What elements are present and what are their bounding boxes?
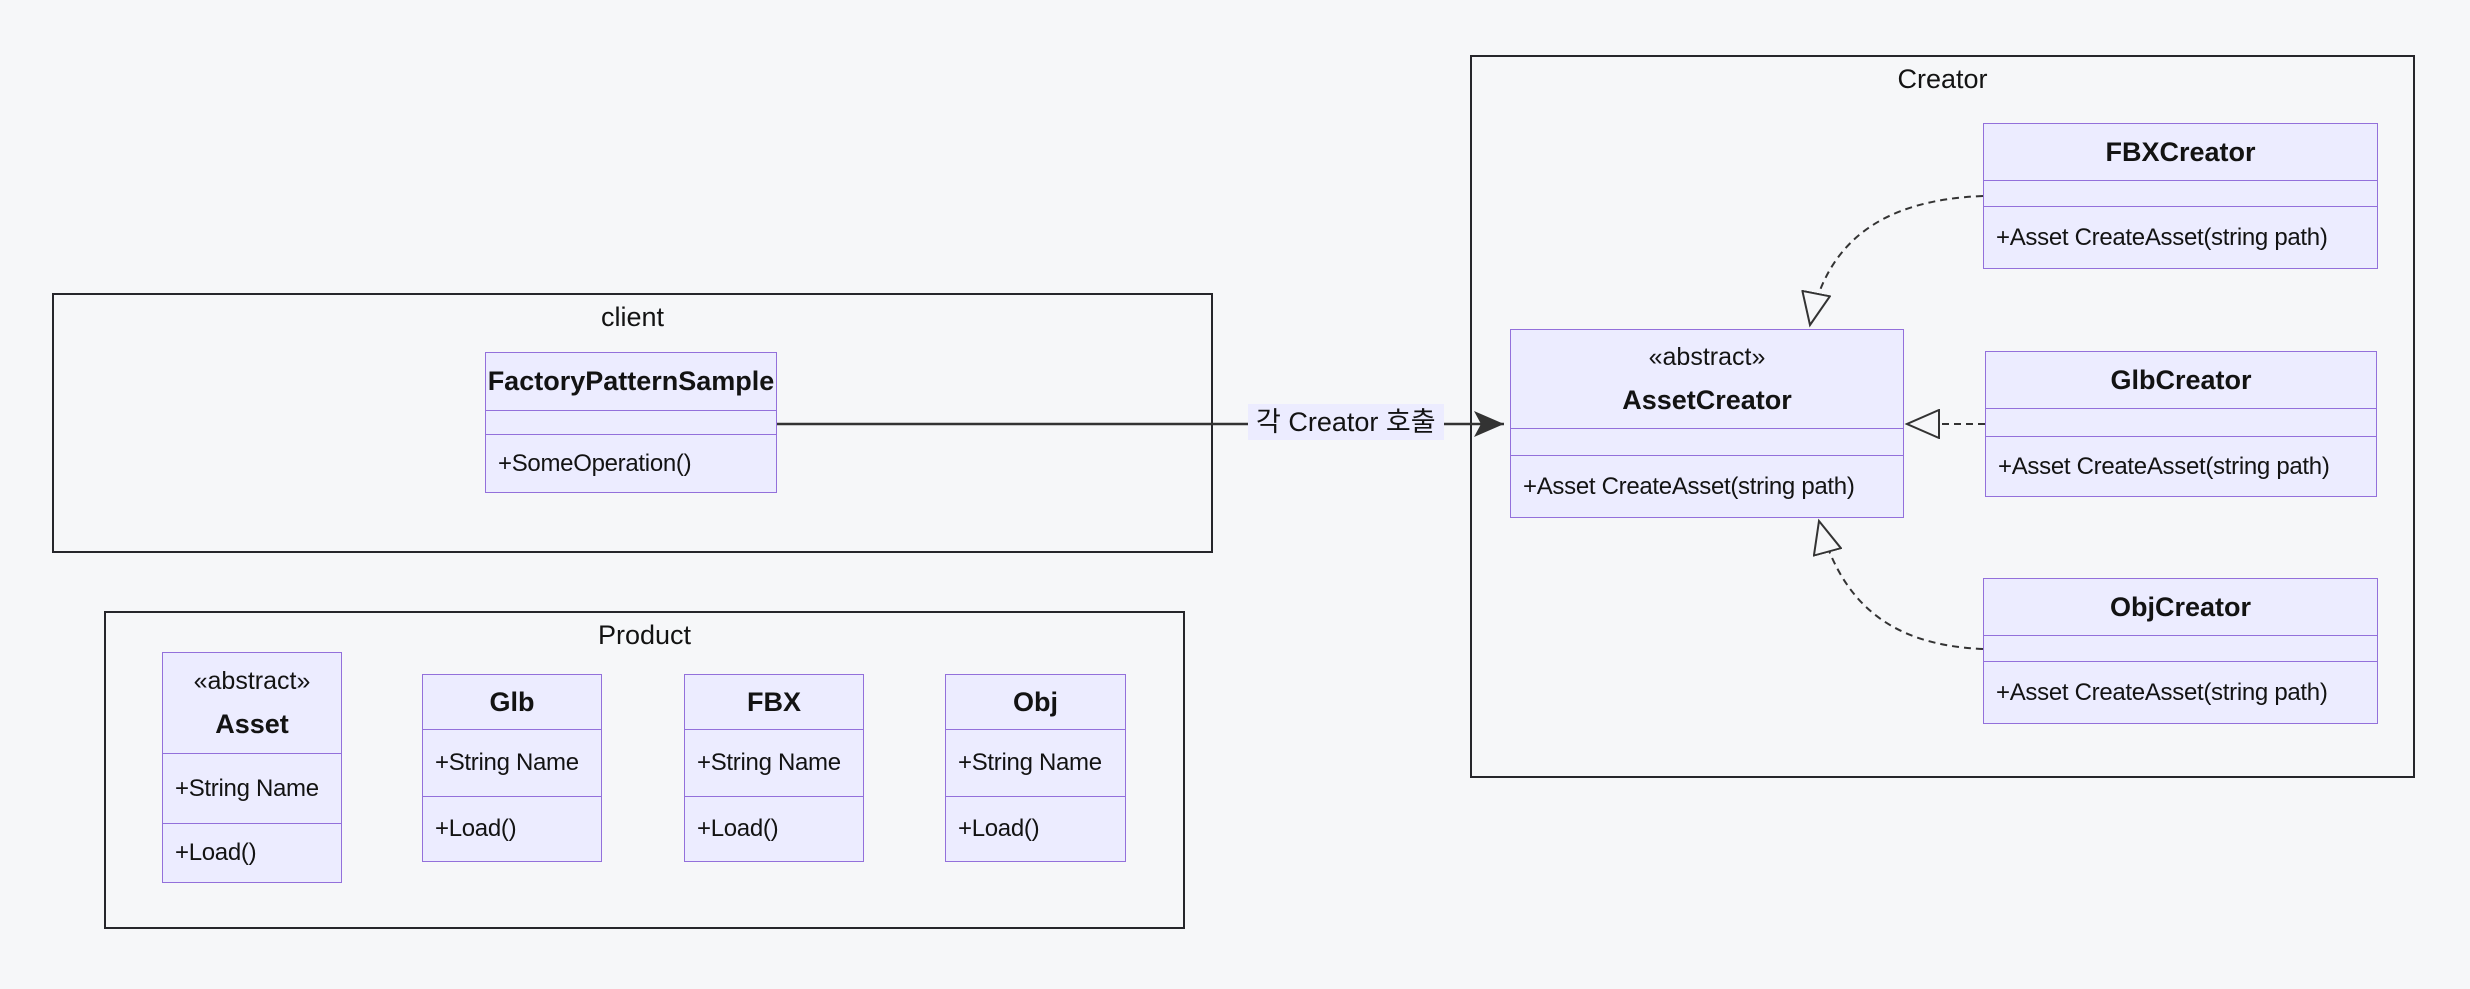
class-title: FBX: [685, 675, 863, 730]
class-method: +Asset CreateAsset(string path): [1523, 472, 1855, 500]
class-title: FactoryPatternSample: [486, 353, 776, 411]
class-obj-creator: ObjCreator +Asset CreateAsset(string pat…: [1983, 578, 2378, 724]
class-title: GlbCreator: [1986, 352, 2376, 409]
class-methods: +Load(): [163, 824, 341, 882]
class-attributes: +String Name: [685, 730, 863, 797]
class-method: +Asset CreateAsset(string path): [1996, 678, 2328, 706]
class-fbx-creator: FBXCreator +Asset CreateAsset(string pat…: [1983, 123, 2378, 269]
container-product: Product: [104, 611, 1185, 929]
class-attributes: +String Name: [423, 730, 601, 797]
class-attributes: [1511, 429, 1903, 456]
class-attribute: +String Name: [435, 749, 579, 776]
class-title: ObjCreator: [1984, 579, 2377, 636]
class-attribute: +String Name: [175, 774, 319, 802]
class-name: Glb: [489, 686, 535, 717]
class-method: +Load(): [435, 815, 517, 842]
class-title: «abstract» AssetCreator: [1511, 330, 1903, 429]
class-asset: «abstract» Asset +String Name +Load(): [162, 652, 342, 883]
class-methods: +Load(): [423, 797, 601, 861]
class-attributes: [1984, 181, 2377, 207]
class-method: +Load(): [697, 815, 779, 842]
class-method: +Asset CreateAsset(string path): [1998, 452, 2330, 480]
class-methods: +Load(): [685, 797, 863, 861]
class-method: +Asset CreateAsset(string path): [1996, 223, 2328, 251]
class-attributes: +String Name: [946, 730, 1125, 797]
class-obj: Obj +String Name +Load(): [945, 674, 1126, 862]
container-creator: Creator: [1470, 55, 2415, 778]
class-name: GlbCreator: [2110, 364, 2252, 395]
class-factory-pattern-sample: FactoryPatternSample +SomeOperation(): [485, 352, 777, 493]
class-method: +SomeOperation(): [498, 449, 692, 477]
class-name: FactoryPatternSample: [487, 366, 775, 396]
class-attributes: +String Name: [163, 754, 341, 824]
dependency-arrow-label: 각 Creator 호출: [1248, 404, 1444, 440]
class-methods: +Asset CreateAsset(string path): [1984, 662, 2377, 723]
container-product-title: Product: [597, 620, 692, 650]
class-methods: +SomeOperation(): [486, 435, 776, 492]
class-method: +Load(): [175, 839, 257, 866]
class-name: FBX: [747, 686, 801, 717]
class-method: +Load(): [958, 815, 1040, 842]
class-title: Glb: [423, 675, 601, 730]
class-attributes: [486, 411, 776, 435]
container-creator-title: Creator: [1897, 64, 1988, 94]
class-name: Obj: [1013, 686, 1058, 717]
class-methods: +Asset CreateAsset(string path): [1511, 456, 1903, 517]
class-methods: +Asset CreateAsset(string path): [1986, 437, 2376, 496]
class-asset-creator: «abstract» AssetCreator +Asset CreateAss…: [1510, 329, 1904, 518]
class-glb-creator: GlbCreator +Asset CreateAsset(string pat…: [1985, 351, 2377, 497]
class-name: Asset: [215, 708, 289, 739]
class-name: FBXCreator: [2105, 136, 2256, 167]
class-glb: Glb +String Name +Load(): [422, 674, 602, 862]
class-methods: +Load(): [946, 797, 1125, 861]
class-stereotype: «abstract»: [1648, 342, 1766, 371]
class-title: «abstract» Asset: [163, 653, 341, 754]
container-client-title: client: [600, 302, 665, 332]
class-title: FBXCreator: [1984, 124, 2377, 181]
class-stereotype: «abstract»: [193, 666, 311, 695]
class-fbx: FBX +String Name +Load(): [684, 674, 864, 862]
class-name: ObjCreator: [2109, 591, 2252, 622]
class-methods: +Asset CreateAsset(string path): [1984, 207, 2377, 268]
class-attribute: +String Name: [958, 749, 1102, 776]
class-attribute: +String Name: [697, 749, 841, 776]
class-title: Obj: [946, 675, 1125, 730]
class-attributes: [1984, 636, 2377, 662]
class-name: AssetCreator: [1622, 384, 1792, 415]
class-attributes: [1986, 409, 2376, 437]
